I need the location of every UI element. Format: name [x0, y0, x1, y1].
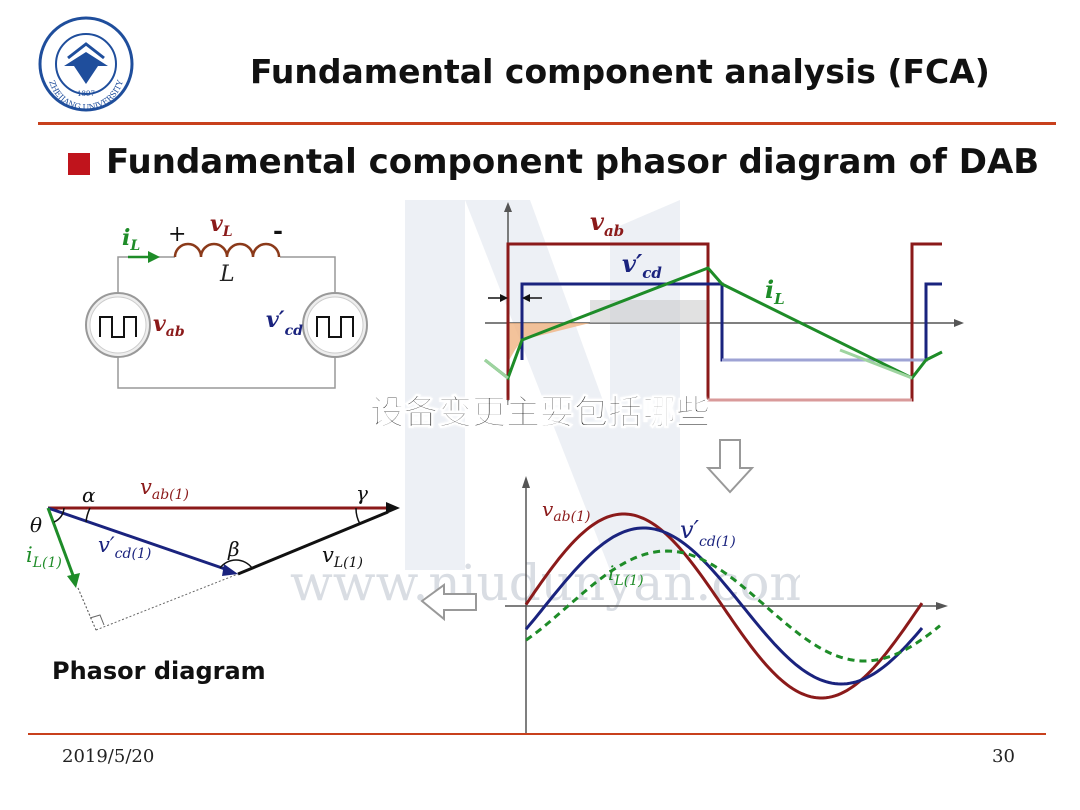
- footer-date: 2019/5/20: [62, 746, 155, 767]
- vcd1-trace: [524, 526, 924, 686]
- university-logo: 1897 ZHEJIANG UNIVERSITY: [38, 16, 134, 112]
- il1-trace: [525, 549, 941, 663]
- wave-vab-label: vab: [590, 207, 624, 240]
- page-number: 30: [992, 746, 1015, 767]
- left-arrow-icon: [420, 583, 477, 622]
- wave-vcd-label: v′cd: [622, 249, 662, 282]
- sine-plot: vab(1) v′cd(1) iL(1): [505, 476, 948, 735]
- dab-circuit: iL + - vL L vab v′cd: [85, 211, 368, 389]
- gamma-label: γ: [356, 481, 368, 505]
- phasor-caption: Phasor diagram: [52, 657, 266, 685]
- inductor: [173, 242, 281, 258]
- bullet-square-icon: [68, 153, 90, 175]
- vl-phasor: [237, 510, 389, 576]
- sine-vab-label: vab(1): [542, 497, 590, 525]
- watermark: www.niudunyan.com: [290, 200, 800, 612]
- vab1-trace: [524, 512, 924, 700]
- phasor-diagram: α θ β γ vab(1) v′cd(1) vL(1) iL(1): [26, 475, 400, 631]
- phasor-vcd-label: v′cd(1): [98, 533, 151, 562]
- il-phasor: [46, 507, 76, 579]
- alpha-label: α: [82, 483, 96, 507]
- header-divider: [38, 122, 1056, 125]
- sine-vcd-label: v′cd(1): [680, 516, 736, 550]
- circuit-vl-label: vL: [210, 211, 233, 240]
- overlay-text: 设备变更主要包括哪些: [370, 393, 711, 434]
- phasor-il-label: iL(1): [26, 543, 62, 571]
- plus-sign: +: [168, 222, 186, 247]
- logo-year: 1897: [77, 90, 95, 98]
- beta-label: β: [227, 537, 240, 561]
- footer-divider: [28, 733, 1046, 735]
- phasor-vab-label: vab(1): [140, 475, 189, 503]
- square-waveform-plot: vab v′cd iL: [484, 202, 964, 405]
- watermark-text: www.niudunyan.com: [290, 554, 800, 612]
- page-title: Fundamental component analysis (FCA): [250, 52, 990, 91]
- sine-il-label: iL(1): [608, 561, 644, 589]
- circuit-il-label: iL: [122, 225, 140, 254]
- theta-label: θ: [30, 513, 42, 537]
- wave-il-label: iL: [765, 275, 785, 308]
- vab-trace: [506, 242, 942, 402]
- down-arrow-icon: [706, 439, 755, 494]
- vcd-trace: [520, 282, 942, 362]
- vcd-phasor: [47, 506, 229, 572]
- circuit-vcd-label: v′cd: [266, 307, 303, 339]
- section-heading: Fundamental component phasor diagram of …: [106, 142, 1040, 182]
- minus-sign: -: [273, 216, 283, 245]
- circuit-vab-label: vab: [153, 311, 185, 340]
- inductor-label: L: [219, 262, 235, 287]
- phasor-vl-label: vL(1): [322, 543, 363, 571]
- il-trace: [484, 266, 943, 381]
